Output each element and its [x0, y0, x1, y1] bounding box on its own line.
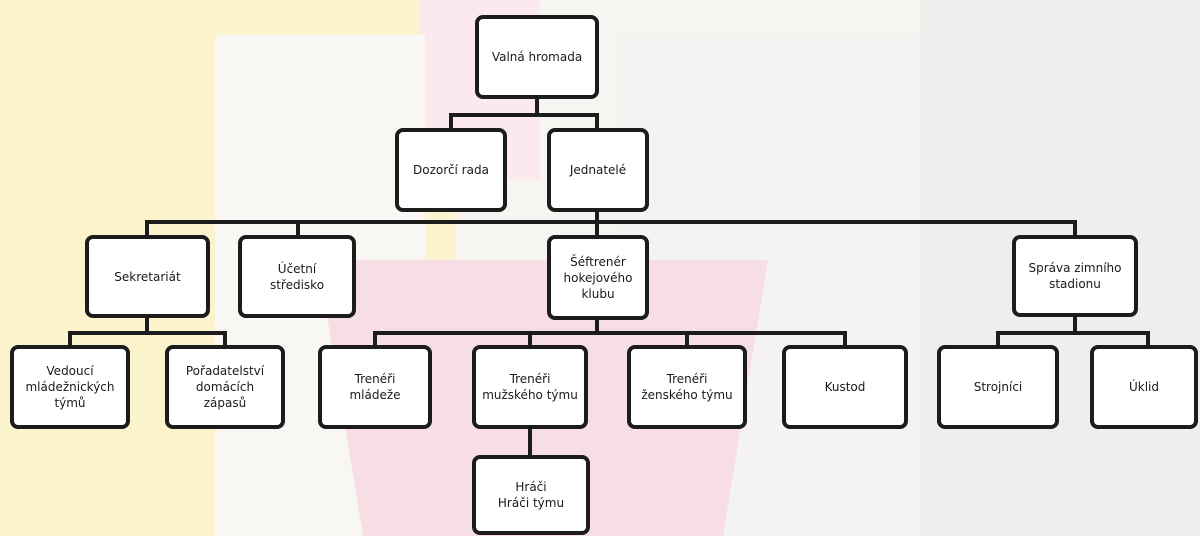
node-sekretariat: Sekretariát	[85, 235, 210, 318]
node-poradatelstvi: Pořadatelství domácích zápasů	[165, 345, 285, 429]
node-vedouci-mladeznickych: Vedoucí mládežnických týmů	[10, 345, 130, 429]
node-kustod: Kustod	[782, 345, 908, 429]
node-hraci: Hráči Hráči týmu	[472, 455, 590, 535]
node-seftrener: Šéftrenér hokejového klubu	[547, 235, 649, 320]
node-dozorci-rada: Dozorčí rada	[395, 128, 507, 212]
node-uklid: Úklid	[1090, 345, 1198, 429]
node-treneri-zenskeho: Trenéři ženského týmu	[627, 345, 747, 429]
node-strojnici: Strojníci	[937, 345, 1059, 429]
node-ucetni-stredisko: Účetní středisko	[238, 235, 356, 318]
node-jednatele: Jednatelé	[547, 128, 649, 212]
node-valna-hromada: Valná hromada	[475, 15, 599, 99]
node-sprava-stadionu: Správa zimního stadionu	[1012, 235, 1138, 317]
node-treneri-mladeze: Trenéři mládeže	[318, 345, 432, 429]
node-treneri-muzskeho: Trenéři mužského týmu	[472, 345, 588, 429]
